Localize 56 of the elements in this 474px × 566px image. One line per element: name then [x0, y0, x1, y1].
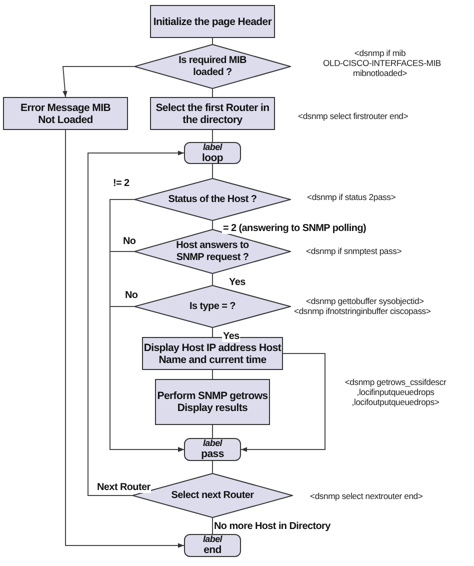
decision-diamond — [134, 178, 291, 221]
code-annotation: <dsnmp select nextrouter end> — [310, 491, 423, 501]
connector-line — [212, 130, 213, 142]
process-box — [155, 379, 270, 425]
code-annotation: <dsnmp gettobuffer sysobjectid> — [306, 296, 424, 306]
label-terminal — [184, 142, 241, 164]
code-annotation: <dsnmp if status 2pass> — [307, 192, 396, 202]
arrow — [240, 353, 326, 452]
connector-line — [212, 38, 213, 44]
label-keyword: label — [202, 439, 222, 448]
arrow — [110, 306, 184, 452]
process-box — [150, 5, 275, 38]
node-text: pass — [201, 448, 224, 460]
node-text: end — [204, 544, 222, 556]
arrow — [88, 150, 184, 496]
node-text: Error Message MIB Not Loaded — [20, 102, 111, 126]
process-box — [3, 97, 128, 130]
node-text: Select next Router — [171, 490, 254, 502]
label-terminal — [184, 534, 241, 557]
connector-line — [212, 518, 213, 534]
code-annotation: <dsnmp ifnotstringinbuffer ciscopass> — [294, 306, 431, 316]
node-text: loop — [202, 152, 223, 164]
edge-label: Yes — [228, 277, 246, 288]
edge-label: No more Host in Directory — [213, 521, 332, 532]
label-keyword: label — [202, 535, 222, 544]
label-terminal — [184, 438, 241, 461]
node-text: Display Host IP address Host Name and current time — [143, 342, 282, 366]
edge-label: = 2 (answering to SNMP polling) — [222, 223, 368, 234]
arrow — [62, 66, 134, 98]
connector-line — [212, 460, 213, 474]
connector-line — [212, 164, 213, 178]
edge-label: No — [122, 236, 137, 247]
code-annotation: <dsnmp if snmptest pass> — [306, 246, 402, 256]
process-box — [150, 97, 275, 130]
connector-line — [212, 424, 213, 438]
connector-line — [212, 88, 213, 98]
node-text: Initialize the page Header — [153, 16, 272, 28]
code-annotation: <dsnmp select firstrouter end> — [298, 111, 408, 121]
node-text: Status of the Host ? — [168, 194, 257, 206]
edge-label: Yes — [222, 331, 240, 342]
decision-diamond — [134, 44, 291, 89]
node-text: Host answers to SNMP request ? — [175, 240, 250, 264]
arrow — [65, 130, 184, 548]
connector-line — [212, 274, 213, 286]
edge-label: No — [124, 290, 139, 301]
edge-label: != 2 — [112, 178, 130, 189]
connector-line — [212, 328, 213, 338]
code-annotation: <dsnmp getrows_cssifdescr ,locifinputqueuedrops ,locifoutputqueuedrops> — [344, 377, 448, 407]
edge-label: Next Router — [96, 482, 152, 493]
connector-line — [212, 220, 213, 230]
connector-line — [212, 370, 213, 380]
label-keyword: label — [202, 142, 222, 152]
node-text: Is required MIB loaded ? — [178, 54, 248, 78]
node-text: Select the first Router in the directory — [154, 102, 270, 126]
node-text: Perform SNMP getrows Display results — [156, 390, 269, 414]
node-text: Is type = ? — [190, 300, 236, 312]
